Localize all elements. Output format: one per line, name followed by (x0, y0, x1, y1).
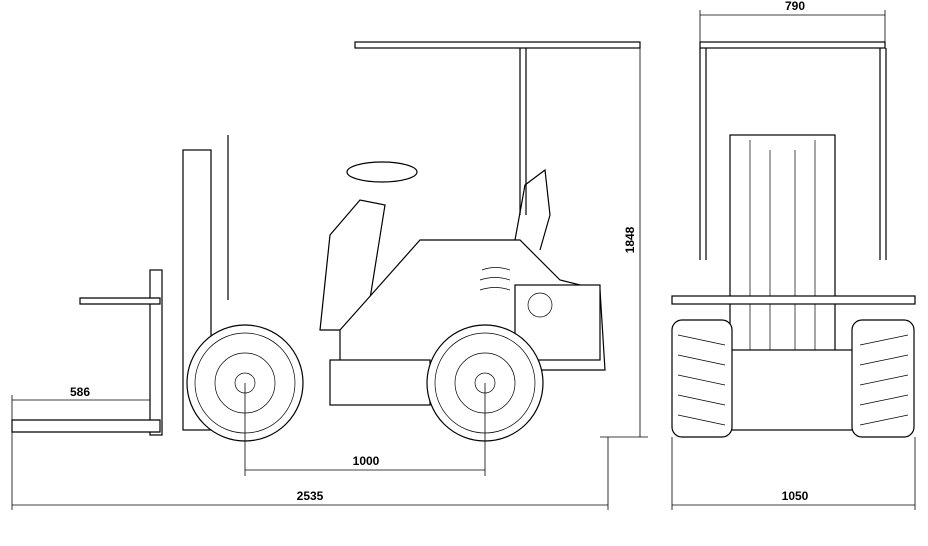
front-view (671, 41, 916, 438)
label-790: 790 (785, 0, 805, 13)
lower-fork (11, 419, 161, 433)
dimension-canopy-width: 790 (699, 0, 886, 42)
right-tire (851, 319, 915, 438)
dimension-fork-length: 586 (11, 385, 150, 510)
left-tire (671, 319, 733, 438)
frame-beam (329, 359, 431, 406)
seat (514, 168, 551, 251)
side-view (11, 41, 641, 442)
dimension-overall-width: 1050 (671, 437, 916, 510)
label-1848: 1848 (623, 226, 637, 253)
mast-front (729, 134, 836, 356)
label-586: 586 (70, 385, 90, 399)
label-1000: 1000 (353, 454, 380, 468)
fork-carriage (149, 269, 163, 436)
dimension-overall-height: 1848 (600, 45, 648, 438)
platform (671, 295, 916, 305)
label-1050: 1050 (782, 489, 809, 503)
steering-wheel-icon (346, 161, 418, 183)
upper-fork (79, 297, 161, 305)
dimension-wheelbase: 1000 (244, 383, 486, 476)
canopy-roof-front (699, 41, 886, 49)
canopy-roof (354, 41, 641, 49)
label-2535: 2535 (297, 489, 324, 503)
dimension-overall-length: 2535 (12, 437, 609, 510)
